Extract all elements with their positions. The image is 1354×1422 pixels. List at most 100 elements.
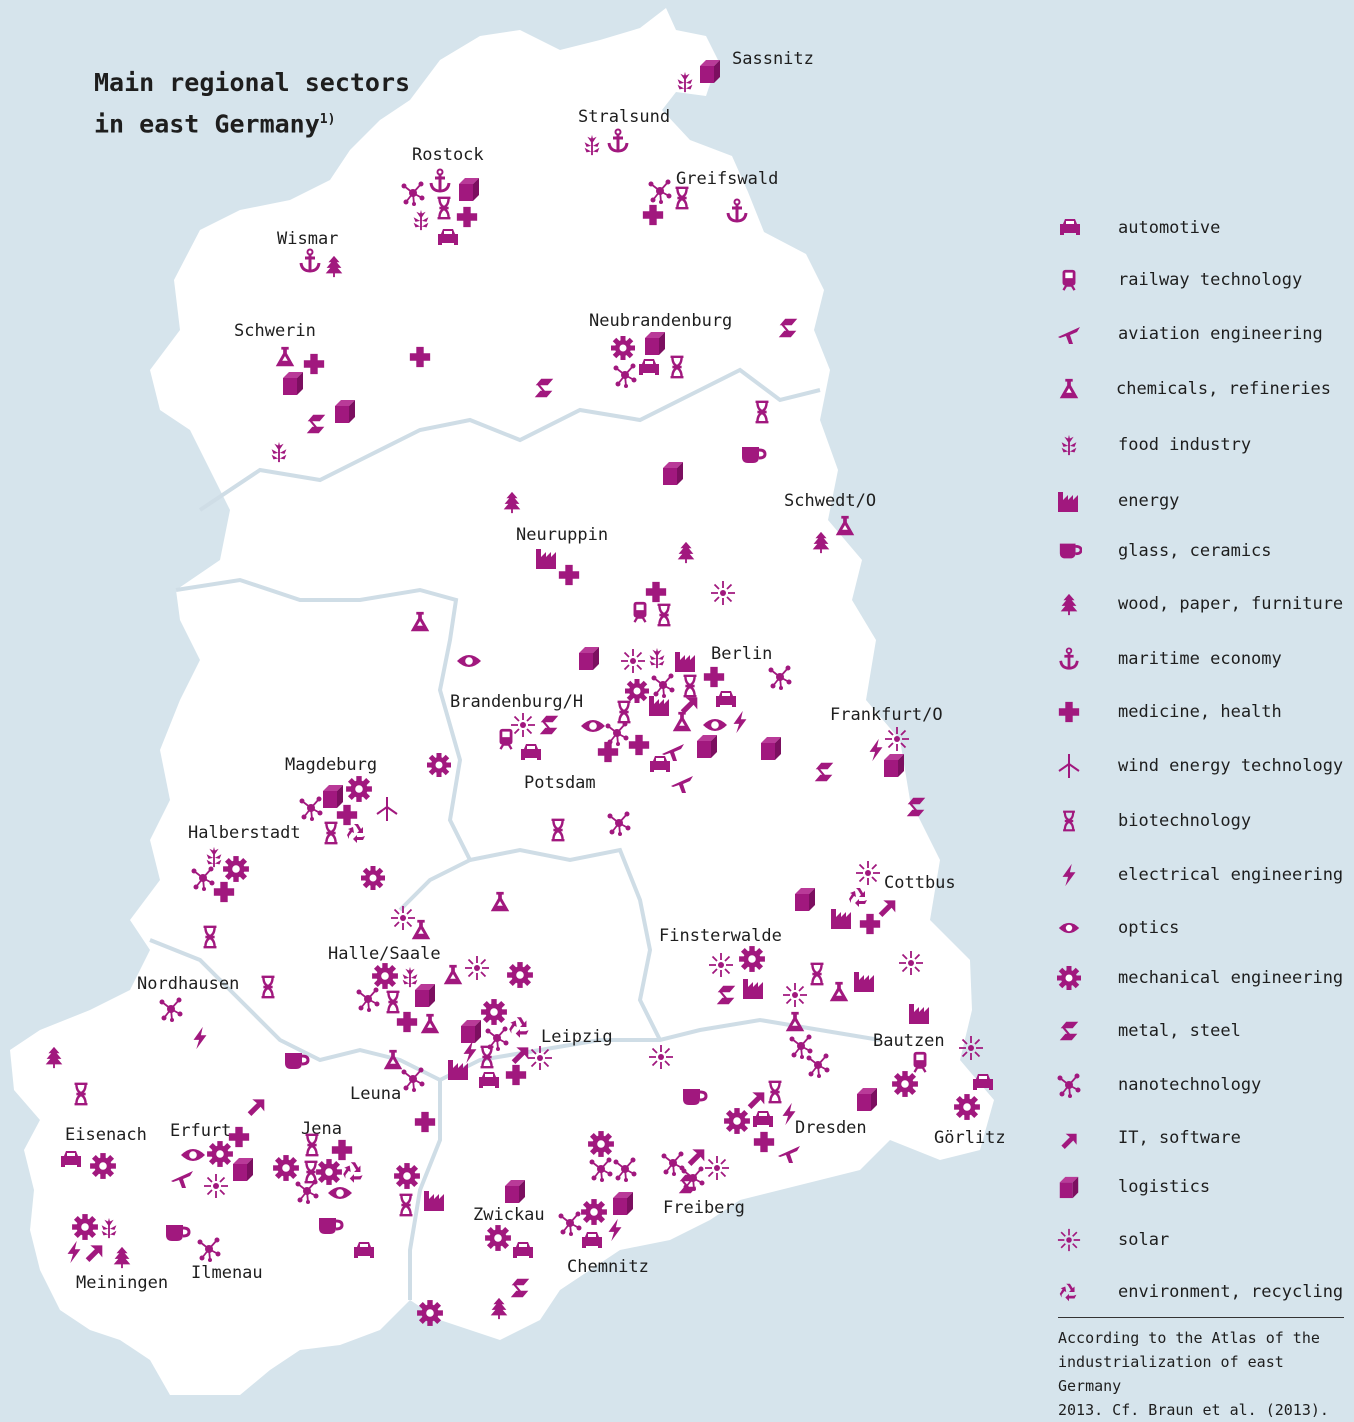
plane-icon (1056, 321, 1082, 347)
factory-icon (1056, 488, 1082, 514)
box-icon (663, 462, 683, 485)
city-erfurt: Erfurt (170, 1121, 231, 1141)
source-line-2: industrialization of east Germany (1058, 1353, 1284, 1395)
legend-item-electrical: electrical engineering (1056, 860, 1343, 890)
city-cottbus: Cottbus (884, 873, 956, 893)
sun-icon (510, 712, 536, 738)
dna-icon (1056, 808, 1082, 834)
legend-item-medicine: medicine, health (1056, 697, 1282, 727)
city-chemnitz: Chemnitz (567, 1257, 649, 1277)
box-icon (1056, 1174, 1082, 1200)
legend-label: solar (1118, 1230, 1170, 1250)
legend-label: electrical engineering (1118, 865, 1344, 885)
flask-icon (1056, 376, 1082, 402)
gear-icon (394, 1163, 420, 1189)
legend-item-maritime: maritime economy (1056, 644, 1282, 674)
sun-icon (527, 1045, 553, 1071)
legend-label: metal, steel (1118, 1021, 1241, 1041)
molecule-icon (1056, 1072, 1082, 1098)
box-icon (415, 984, 435, 1007)
city-brandenburg: Brandenburg/H (450, 692, 583, 712)
sun-icon (620, 648, 646, 674)
wind-turbine-icon (1056, 753, 1082, 779)
cross-icon (1056, 699, 1082, 725)
legend-label: biotechnology (1118, 811, 1252, 831)
city-labels: Sassnitz Stralsund Rostock Greifswald Wi… (65, 49, 1006, 1293)
lightning-icon (1056, 862, 1082, 888)
box-icon (700, 60, 720, 83)
sun-icon (884, 726, 910, 752)
sun-icon (782, 982, 808, 1008)
box-icon (795, 888, 815, 911)
city-schwedt: Schwedt/O (784, 491, 876, 511)
city-finsterwalde: Finsterwalde (659, 926, 782, 946)
flask-icon (835, 515, 855, 536)
legend-item-biotech: biotechnology (1056, 806, 1251, 836)
city-rostock: Rostock (412, 145, 484, 165)
sun-icon (898, 950, 924, 976)
city-magdeburg: Magdeburg (285, 755, 377, 775)
legend-label: glass, ceramics (1118, 541, 1272, 561)
legend-item-metal: metal, steel (1056, 1016, 1241, 1046)
city-frankfurt-oder: Frankfurt/O (830, 705, 943, 725)
train-icon (1056, 267, 1082, 293)
source-line-3: 2013. Cf. Braun et al. (2013). (1058, 1401, 1329, 1419)
box-icon (505, 1180, 525, 1203)
sun-icon (958, 1035, 984, 1061)
gear-icon (72, 1214, 98, 1240)
legend-label: wind energy technology (1118, 756, 1344, 776)
eye-icon (1056, 915, 1082, 941)
legend-label: food industry (1118, 435, 1252, 455)
sun-icon (648, 1044, 674, 1070)
legend-label: mechanical engineering (1118, 968, 1344, 988)
gear-icon (417, 1300, 443, 1326)
sun-icon (855, 860, 881, 886)
legend-item-logistics: logistics (1056, 1172, 1210, 1202)
tree-icon (1056, 591, 1082, 617)
box-icon (461, 1020, 481, 1043)
plant-icon (1056, 432, 1082, 458)
city-bautzen: Bautzen (873, 1031, 945, 1051)
gear-icon (1056, 965, 1082, 991)
city-ilmenau: Ilmenau (191, 1263, 263, 1283)
legend-label: wood, paper, furniture (1118, 594, 1344, 614)
steel-beam-icon (1056, 1018, 1082, 1044)
gear-icon (611, 336, 635, 360)
legend-item-wind: wind energy technology (1056, 751, 1343, 781)
legend-item-food: food industry (1056, 430, 1251, 460)
legend-label: environment, recycling (1118, 1282, 1344, 1302)
legend-label: chemicals, refineries (1116, 379, 1331, 399)
city-eisenach: Eisenach (65, 1125, 147, 1145)
legend-label: logistics (1118, 1177, 1211, 1197)
title-line-2: in east Germany (94, 109, 320, 139)
legend-label: nanotechnology (1118, 1075, 1262, 1095)
gear-icon (361, 866, 385, 890)
gear-icon (90, 1153, 116, 1179)
gear-icon (625, 679, 649, 703)
legend-label: energy (1118, 491, 1180, 511)
city-stralsund: Stralsund (578, 107, 670, 127)
legend-item-automotive: automotive (1056, 213, 1220, 243)
legend-label: medicine, health (1118, 702, 1282, 722)
box-icon (884, 754, 904, 777)
box-icon (761, 737, 781, 760)
legend-label: optics (1118, 918, 1180, 938)
sun-icon (390, 905, 416, 931)
city-greifswald: Greifswald (676, 169, 778, 189)
gear-icon (427, 753, 451, 777)
city-halle-saale: Halle/Saale (328, 944, 441, 964)
legend-label: aviation engineering (1118, 324, 1323, 344)
arrow-icon (1056, 1125, 1082, 1151)
car-icon (1056, 215, 1082, 241)
box-icon (645, 332, 665, 355)
sun-icon (464, 955, 490, 981)
legend-item-it: IT, software (1056, 1123, 1241, 1153)
legend-item-optics: optics (1056, 913, 1179, 943)
legend-label: automotive (1118, 218, 1221, 238)
gear-icon (954, 1094, 980, 1120)
title-footnote-mark: 1) (319, 112, 336, 127)
legend-item-railway: railway technology (1056, 265, 1302, 295)
gear-icon (507, 962, 533, 988)
city-freiberg: Freiberg (663, 1198, 745, 1218)
